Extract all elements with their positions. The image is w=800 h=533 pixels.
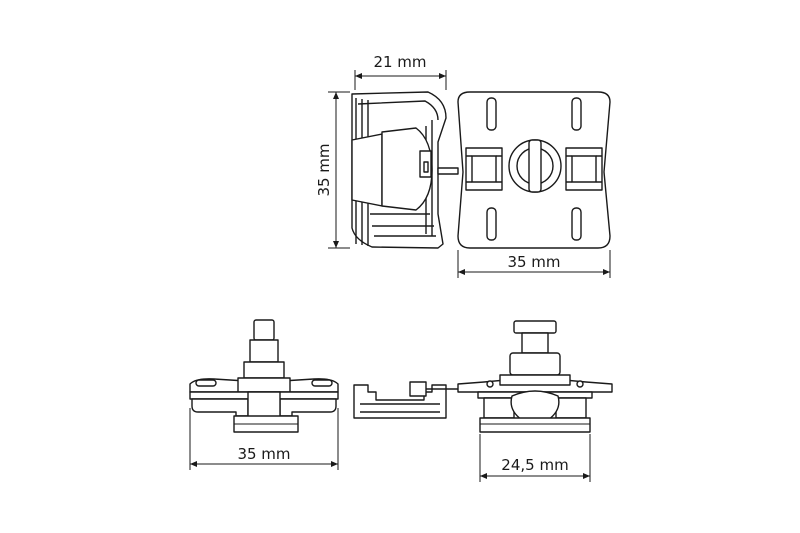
dimension-bottom-left-width: 35 mm (189, 408, 339, 470)
front-view (457, 91, 611, 249)
dimension-left-height: 35 mm (315, 91, 350, 249)
dimension-front-width: 35 mm (457, 250, 611, 278)
dim-label-35mm-vertical: 35 mm (315, 143, 333, 196)
bottom-middle-view (353, 381, 458, 419)
dim-label-24-5mm: 24,5 mm (501, 456, 568, 474)
dim-label-21mm: 21 mm (373, 53, 426, 71)
side-view (351, 91, 459, 249)
dimension-top-width: 21 mm (354, 53, 447, 90)
dim-label-35mm-front: 35 mm (507, 253, 560, 271)
dimension-bottom-right-width: 24,5 mm (479, 434, 591, 482)
bottom-left-view (189, 319, 339, 433)
bottom-right-view (457, 320, 613, 433)
dim-label-35mm-bottom: 35 mm (237, 445, 290, 463)
